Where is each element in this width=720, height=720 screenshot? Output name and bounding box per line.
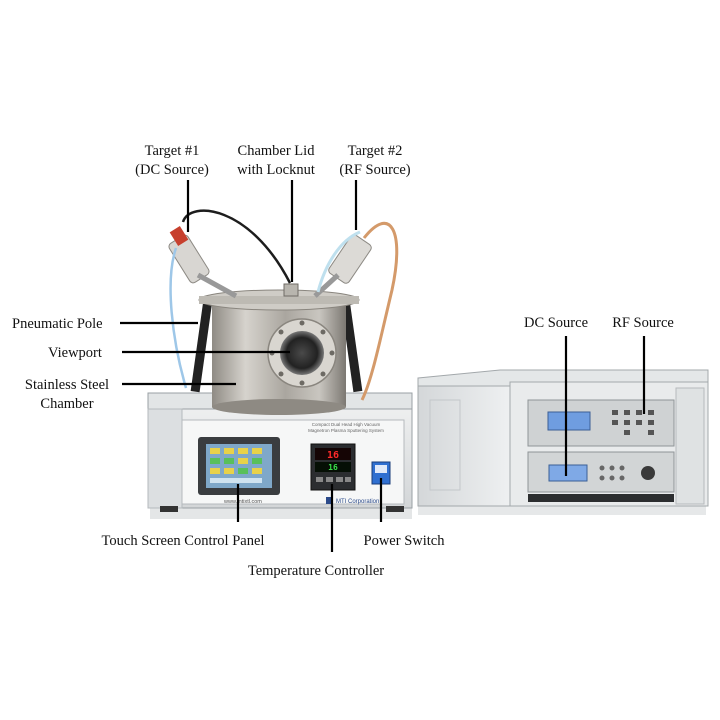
target-1-dc-source	[168, 226, 238, 299]
lid-locknut	[283, 283, 299, 297]
labels: Target #1 (DC Source) Chamber Lid with L…	[12, 143, 674, 579]
label-stainless-line2: Chamber	[40, 396, 93, 412]
cabinet-side	[417, 385, 511, 507]
cabinet-frame-right	[675, 387, 705, 505]
cabinet-side-vent	[429, 399, 461, 491]
pneumatic-pole-left	[190, 299, 213, 393]
temperature-value-bottom: 16	[328, 463, 338, 472]
viewport-window	[280, 331, 324, 375]
label-target-2-line2: (RF Source)	[339, 162, 410, 178]
label-chamber-lid-line1: Chamber Lid	[238, 143, 316, 159]
label-temp-controller: Temperature Controller	[248, 563, 384, 579]
base-side	[147, 408, 183, 509]
leader-lines	[120, 180, 646, 552]
base-foot-right	[386, 506, 404, 512]
label-target-1-line2: (DC Source)	[135, 162, 209, 178]
brand-text: MTI Corporation	[336, 499, 379, 505]
target-2-cable	[316, 230, 361, 293]
rf-source-buttons[interactable]	[612, 410, 654, 435]
base-foot-left	[160, 506, 178, 512]
power-supply-cabinet	[417, 369, 709, 515]
panel-title-line1: Compact Dual Head High Vacuum	[312, 422, 381, 427]
cabinet-base-strip	[528, 494, 674, 502]
label-stainless-line1: Stainless Steel	[25, 377, 109, 393]
label-viewport: Viewport	[48, 345, 102, 361]
dc-source-lcd	[548, 464, 588, 482]
sputtering-unit: www.mtixtl.com 16 16 Compact Dual Head H…	[147, 209, 413, 519]
label-rf-source: RF Source	[612, 315, 674, 331]
label-chamber-lid-line2: with Locknut	[237, 162, 315, 178]
dc-source-controls[interactable]	[599, 465, 656, 481]
pneumatic-pole-right	[340, 299, 363, 393]
touch-screen-buttons	[210, 448, 262, 483]
label-touch-screen: Touch Screen Control Panel	[102, 533, 265, 549]
label-target-1-line1: Target #1	[145, 143, 200, 159]
cabinet-shadow	[418, 505, 706, 515]
website-text: www.mtixtl.com	[223, 499, 262, 505]
temperature-controller-keys[interactable]	[316, 477, 351, 482]
label-power-switch: Power Switch	[364, 533, 446, 549]
gas-line-left	[169, 247, 188, 389]
label-pneumatic-pole: Pneumatic Pole	[12, 316, 103, 332]
label-target-2-line1: Target #2	[348, 143, 403, 159]
rf-source-lcd	[547, 411, 591, 431]
chamber-lid-rim	[199, 296, 359, 304]
temperature-display-bottom	[315, 462, 351, 472]
target-2-rf-source	[313, 234, 372, 298]
rf-cable	[360, 221, 399, 401]
brand-logo	[326, 497, 333, 504]
temperature-value-top: 16	[327, 450, 339, 461]
power-switch-rocker	[375, 465, 387, 473]
temperature-display-top	[315, 448, 351, 460]
label-dc-source: DC Source	[524, 315, 588, 331]
panel-title-line2: Magnetron Plasma Sputtering System	[308, 428, 384, 433]
chamber-bottom	[212, 399, 346, 415]
viewport-bolts	[269, 320, 335, 386]
